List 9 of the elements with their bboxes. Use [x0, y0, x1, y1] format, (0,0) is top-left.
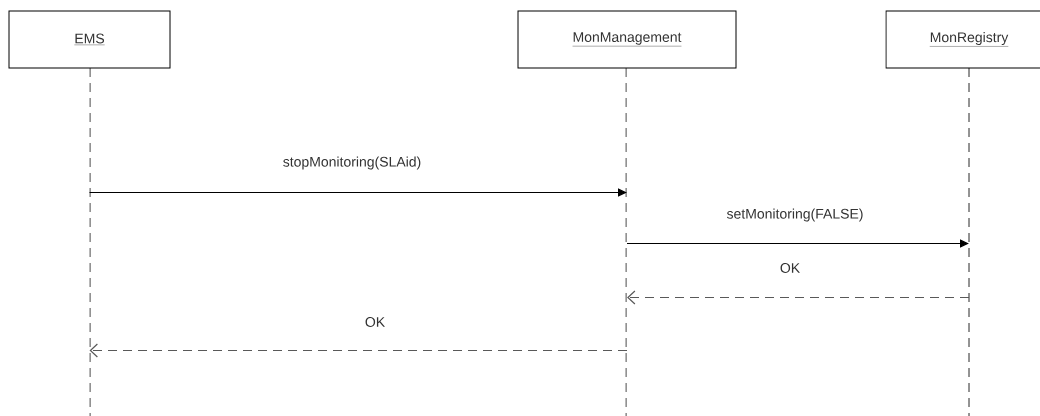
edge-label: OK: [780, 263, 800, 273]
message-arrow: [88, 188, 627, 197]
message-arrow: [89, 343, 628, 358]
message-arrow: [626, 239, 969, 248]
lifeline-box: MonRegistry: [885, 10, 1040, 416]
lifeline-box: EMS: [8, 10, 171, 416]
message-arrow: [627, 290, 970, 305]
edge-label: stopMonitoring(SLAid): [283, 156, 421, 170]
edge-label: OK: [365, 317, 385, 327]
